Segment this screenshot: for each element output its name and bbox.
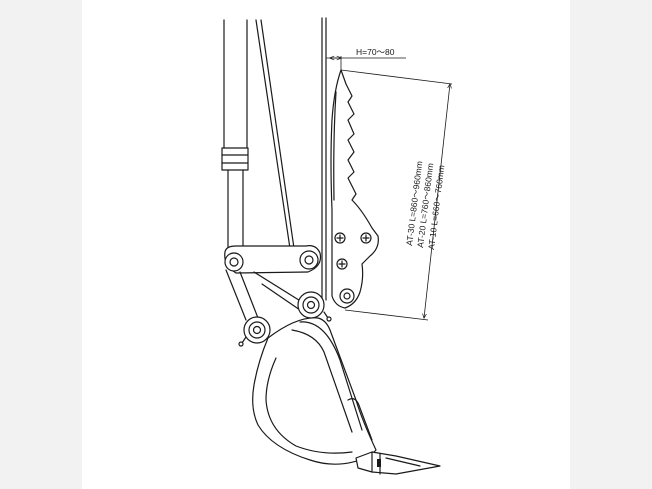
dimension-h: H=70〜80: [326, 47, 406, 70]
serrated-attachment: [330, 69, 379, 309]
dimension-l: AT-30 L=860〜960mm AT-20 L=760〜860mm AT-1…: [340, 69, 453, 321]
hydraulic-cylinder: [221, 147, 249, 171]
dimension-h-label: H=70〜80: [356, 47, 395, 57]
ripper-shank: [252, 317, 377, 465]
excavator-arm: [221, 17, 327, 301]
linkage: [224, 245, 332, 347]
ripper-tip: [355, 451, 441, 475]
